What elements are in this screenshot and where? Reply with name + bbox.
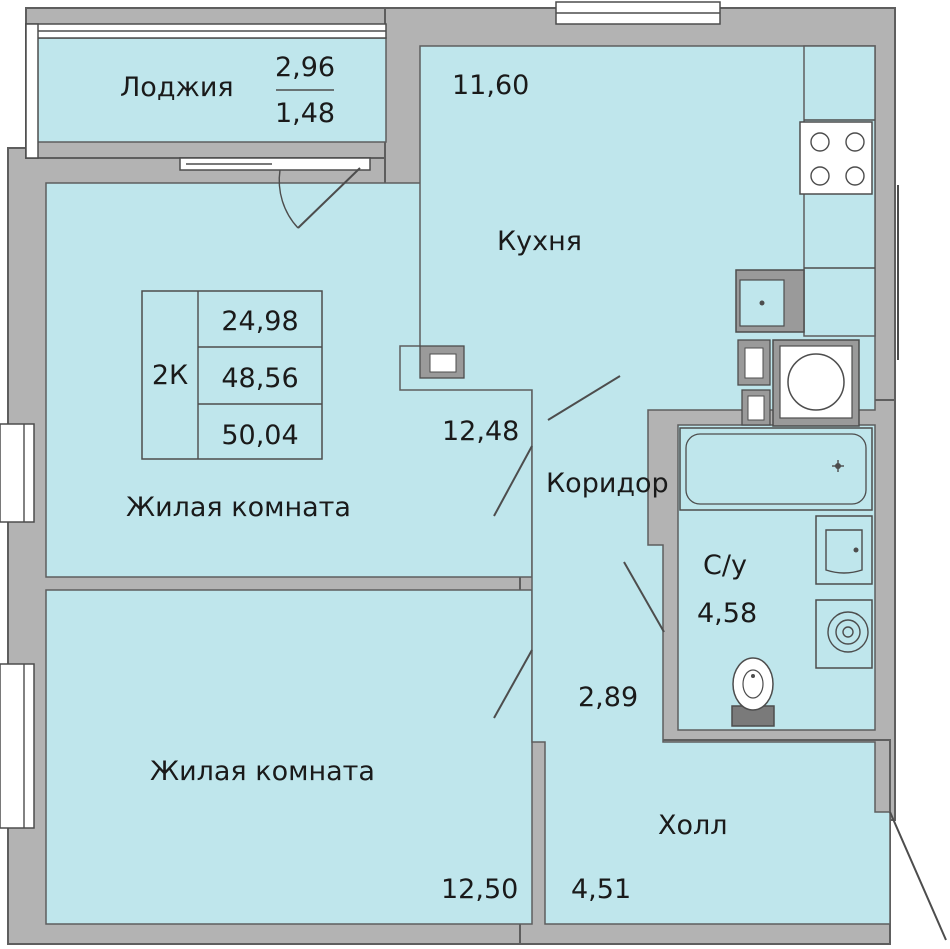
living-room-2-label: Жилая комната [150, 756, 375, 787]
living-room-1-label: Жилая комната [126, 492, 351, 523]
summary-table: 2К 24,98 48,56 50,04 [141, 290, 323, 460]
bathroom-area: 4,58 [697, 598, 757, 629]
summary-type: 2К [152, 360, 188, 391]
windows [0, 1, 899, 829]
bathroom-fixtures [679, 427, 873, 727]
corridor-area: 2,89 [578, 682, 638, 713]
summary-total-with-loggia: 50,04 [221, 420, 298, 451]
loggia-area-full: 2,96 [275, 52, 335, 83]
hall-label: Холл [658, 810, 728, 841]
kitchen-area: 11,60 [452, 70, 529, 101]
summary-living-area: 24,98 [221, 306, 298, 337]
living-room-1-area: 12,48 [442, 416, 519, 447]
loggia-label: Лоджия [120, 72, 234, 103]
summary-total-area: 48,56 [221, 363, 298, 394]
room-labels: Лоджия 2,96 1,48 11,60 Кухня 12,48 Жилая… [120, 52, 757, 905]
kitchen-label: Кухня [497, 226, 582, 257]
hall-area: 4,51 [571, 874, 631, 905]
loggia-area-reduced: 1,48 [275, 98, 335, 129]
room-living-2 [45, 589, 533, 925]
living-room-2-area: 12,50 [441, 874, 518, 905]
corridor-label: Коридор [546, 468, 669, 499]
basin-icon [815, 515, 873, 585]
doors [278, 167, 947, 941]
bathroom-label: С/у [703, 550, 747, 581]
kitchen-fixtures [419, 45, 876, 427]
